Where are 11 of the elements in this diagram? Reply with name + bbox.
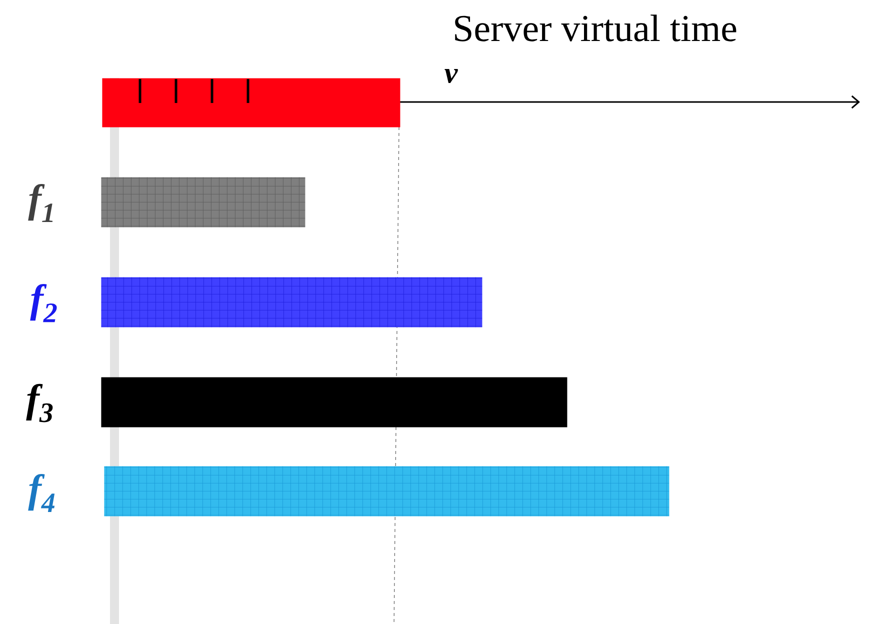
bar bbox=[101, 377, 568, 428]
axis-variable: v bbox=[444, 68, 458, 84]
flow-label: f$_{3}$ bbox=[26, 384, 53, 422]
bar bbox=[101, 277, 482, 328]
bar bbox=[104, 466, 670, 516]
flow-label: f$_{4}$ bbox=[28, 474, 55, 512]
flow-label: f$_{1}$ bbox=[28, 184, 53, 222]
bar bbox=[102, 78, 400, 128]
bar bbox=[101, 177, 306, 228]
flow-label: f$_{2}$ bbox=[30, 284, 57, 322]
axis-title: Server virtual time bbox=[455, 14, 736, 42]
